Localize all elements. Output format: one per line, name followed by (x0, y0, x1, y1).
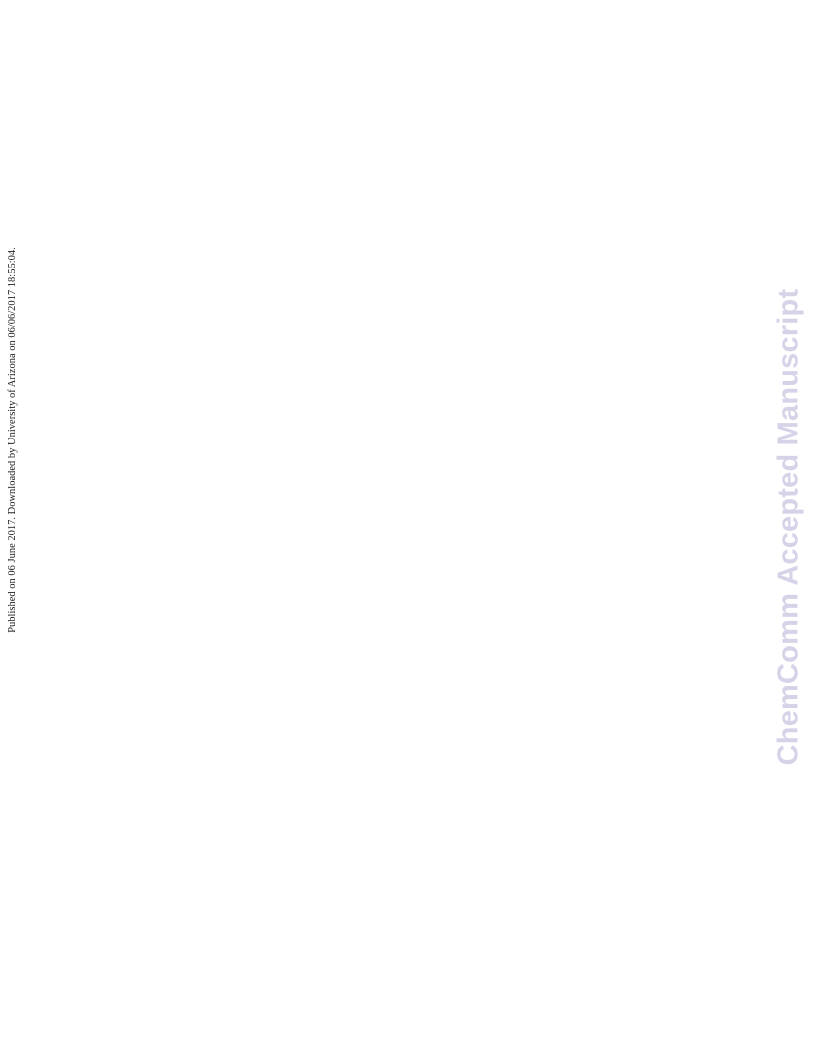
publication-note: Published on 06 June 2017. Downloaded by… (6, 247, 18, 633)
accepted-manuscript-watermark: ChemComm Accepted Manuscript (772, 288, 805, 766)
